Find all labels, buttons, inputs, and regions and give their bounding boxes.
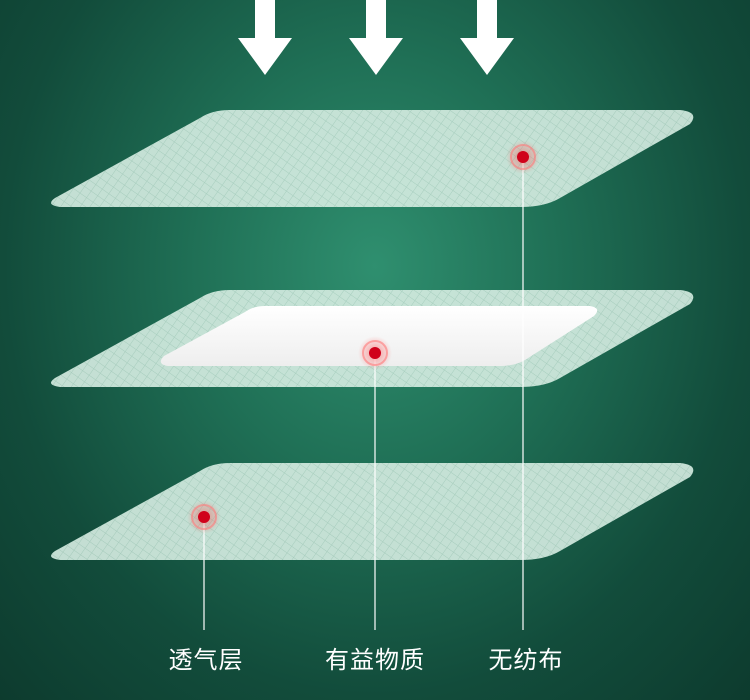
label-nonwoven-fabric: 无纺布 bbox=[488, 646, 564, 674]
top-layer-sheet bbox=[51, 110, 694, 207]
down-arrow-icon bbox=[349, 0, 403, 75]
down-arrow-icon bbox=[238, 0, 292, 75]
active-pad bbox=[160, 306, 598, 366]
label-breathable-layer: 透气层 bbox=[168, 646, 244, 674]
down-arrow-icon bbox=[460, 0, 514, 75]
label-beneficial-substance: 有益物质 bbox=[325, 646, 425, 674]
marker-dot bbox=[187, 500, 221, 534]
marker-dot bbox=[506, 140, 540, 174]
bottom-layer-sheet bbox=[51, 463, 694, 560]
marker-dot bbox=[358, 336, 392, 370]
